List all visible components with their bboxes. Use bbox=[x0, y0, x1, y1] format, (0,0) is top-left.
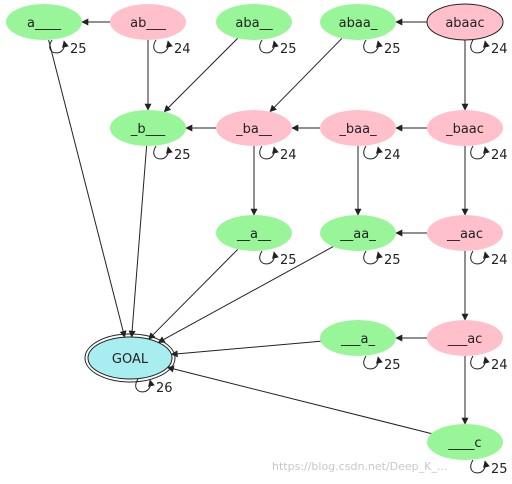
loop-weight-_ba__: 24 bbox=[280, 148, 297, 163]
node-shape-___ac bbox=[427, 320, 503, 356]
loop-weight-___a_: 25 bbox=[384, 358, 401, 373]
self-loop-ab___ bbox=[153, 39, 173, 54]
self-loop-GOAL bbox=[135, 378, 155, 393]
edge-a____-to-GOAL bbox=[48, 39, 127, 338]
node-label-_b___: _b___ bbox=[130, 122, 166, 137]
loop-weight-GOAL: 26 bbox=[156, 381, 173, 396]
node-_b___[interactable]: _b___ bbox=[110, 110, 186, 146]
goal-outer-ring bbox=[84, 333, 176, 383]
self-loop-a____ bbox=[49, 39, 69, 54]
node-label-GOAL: GOAL bbox=[112, 352, 149, 367]
self-loop-aba__ bbox=[259, 39, 279, 54]
node-label-abaa_: abaa_ bbox=[339, 16, 378, 31]
self-loop-_ba__ bbox=[259, 145, 279, 160]
self-loop-abaac bbox=[470, 39, 490, 54]
node-shape-_b___ bbox=[110, 110, 186, 146]
node-label-aba__: aba__ bbox=[235, 16, 273, 31]
node-a____[interactable]: a____ bbox=[6, 4, 82, 40]
node-_baa_[interactable]: _baa_ bbox=[320, 110, 396, 146]
edges-layer bbox=[48, 18, 469, 435]
node-shape-a____ bbox=[6, 4, 82, 40]
loop-weight-ab___: 24 bbox=[174, 42, 191, 57]
loop-weight-aba__: 25 bbox=[280, 42, 297, 57]
node-GOAL[interactable]: GOAL bbox=[84, 333, 176, 383]
node-label-_ba__: _ba__ bbox=[235, 122, 272, 137]
node-label-ab___: ab___ bbox=[130, 16, 166, 31]
edge-___a_-to-GOAL bbox=[170, 340, 321, 358]
self-loop-_b___ bbox=[153, 145, 173, 160]
loop-weight-_baac: 24 bbox=[491, 148, 508, 163]
edge-abaa_-to-_ba__ bbox=[269, 37, 343, 113]
node-label-___ac: ___ac bbox=[447, 332, 483, 347]
node-__aac[interactable]: __aac bbox=[427, 215, 503, 251]
self-loop-__aa_ bbox=[363, 250, 383, 265]
edge-_b___-to-GOAL bbox=[128, 145, 148, 338]
edge-____c-to-GOAL bbox=[166, 365, 432, 435]
loop-weight-__aac: 24 bbox=[491, 253, 508, 268]
node-label-____c: ____c bbox=[447, 436, 481, 451]
edge-__a__-to-GOAL bbox=[148, 248, 239, 340]
node-shape-_baac bbox=[427, 110, 503, 146]
node-abaa_[interactable]: abaa_ bbox=[320, 4, 396, 40]
node-_ba__[interactable]: _ba__ bbox=[216, 110, 292, 146]
self-loop-__aac bbox=[470, 250, 490, 265]
self-loop-___a_ bbox=[363, 355, 383, 370]
node-label-__aac: __aac bbox=[446, 227, 483, 242]
node-___ac[interactable]: ___ac bbox=[427, 320, 503, 356]
edge-__aa_-to-GOAL bbox=[157, 246, 334, 343]
node-label-_baa_: _baa_ bbox=[338, 122, 377, 137]
node-shape-__a__ bbox=[216, 215, 292, 251]
node-shape-abaa_ bbox=[320, 4, 396, 40]
node-shape-abaac bbox=[426, 3, 504, 41]
self-loop-abaa_ bbox=[363, 39, 383, 54]
loop-weight-_b___: 25 bbox=[174, 148, 191, 163]
node-label-_baac: _baac bbox=[445, 122, 484, 137]
loop-weight-__a__: 25 bbox=[280, 253, 297, 268]
self-loop-_baa_ bbox=[363, 145, 383, 160]
loop-weight-_baa_: 24 bbox=[384, 148, 401, 163]
self-loops-layer: 25 24 25 25 24 25 24 24 24 25 25 24 26 25 24 25 bbox=[49, 39, 508, 477]
node-label-___a_: ___a_ bbox=[340, 332, 375, 347]
nodes-layer: a____ ab___ aba__ abaa_ abaac _b___ _ba__ _baa_… bbox=[6, 3, 504, 460]
loop-weight-__aa_: 25 bbox=[384, 253, 401, 268]
self-loop-_baac bbox=[470, 145, 490, 160]
edge-aba__-to-_b___ bbox=[163, 37, 239, 113]
node-ab___[interactable]: ab___ bbox=[110, 4, 186, 40]
self-loop-____c bbox=[470, 459, 490, 474]
node-____c[interactable]: ____c bbox=[427, 424, 503, 460]
self-loop-__a__ bbox=[259, 250, 279, 265]
node-label-__aa_: __aa_ bbox=[339, 227, 376, 242]
self-loop-___ac bbox=[470, 355, 490, 370]
node-_baac[interactable]: _baac bbox=[427, 110, 503, 146]
node-label-abaac: abaac bbox=[445, 16, 484, 31]
node-shape-ab___ bbox=[110, 4, 186, 40]
node-shape-GOAL bbox=[87, 336, 173, 380]
node-shape-____c bbox=[427, 424, 503, 460]
loop-weight-a____: 25 bbox=[70, 42, 87, 57]
node-__a__[interactable]: __a__ bbox=[216, 215, 292, 251]
loop-weight-____c: 25 bbox=[491, 462, 508, 477]
loop-weight-___ac: 24 bbox=[491, 358, 508, 373]
node-___a_[interactable]: ___a_ bbox=[320, 320, 396, 356]
node-aba__[interactable]: aba__ bbox=[216, 4, 292, 40]
node-abaac[interactable]: abaac bbox=[426, 3, 504, 41]
watermark: https://blog.csdn.net/Deep_K_... bbox=[272, 460, 447, 473]
loop-weight-abaac: 24 bbox=[491, 42, 508, 57]
node-shape-_ba__ bbox=[216, 110, 292, 146]
node-shape-__aa_ bbox=[320, 215, 396, 251]
node-label-a____: a____ bbox=[27, 16, 61, 31]
node-__aa_[interactable]: __aa_ bbox=[320, 215, 396, 251]
loop-weight-abaa_: 25 bbox=[384, 42, 401, 57]
node-shape-__aac bbox=[427, 215, 503, 251]
node-shape-___a_ bbox=[320, 320, 396, 356]
node-shape-aba__ bbox=[216, 4, 292, 40]
node-label-__a__: __a__ bbox=[236, 227, 271, 242]
node-shape-_baa_ bbox=[320, 110, 396, 146]
